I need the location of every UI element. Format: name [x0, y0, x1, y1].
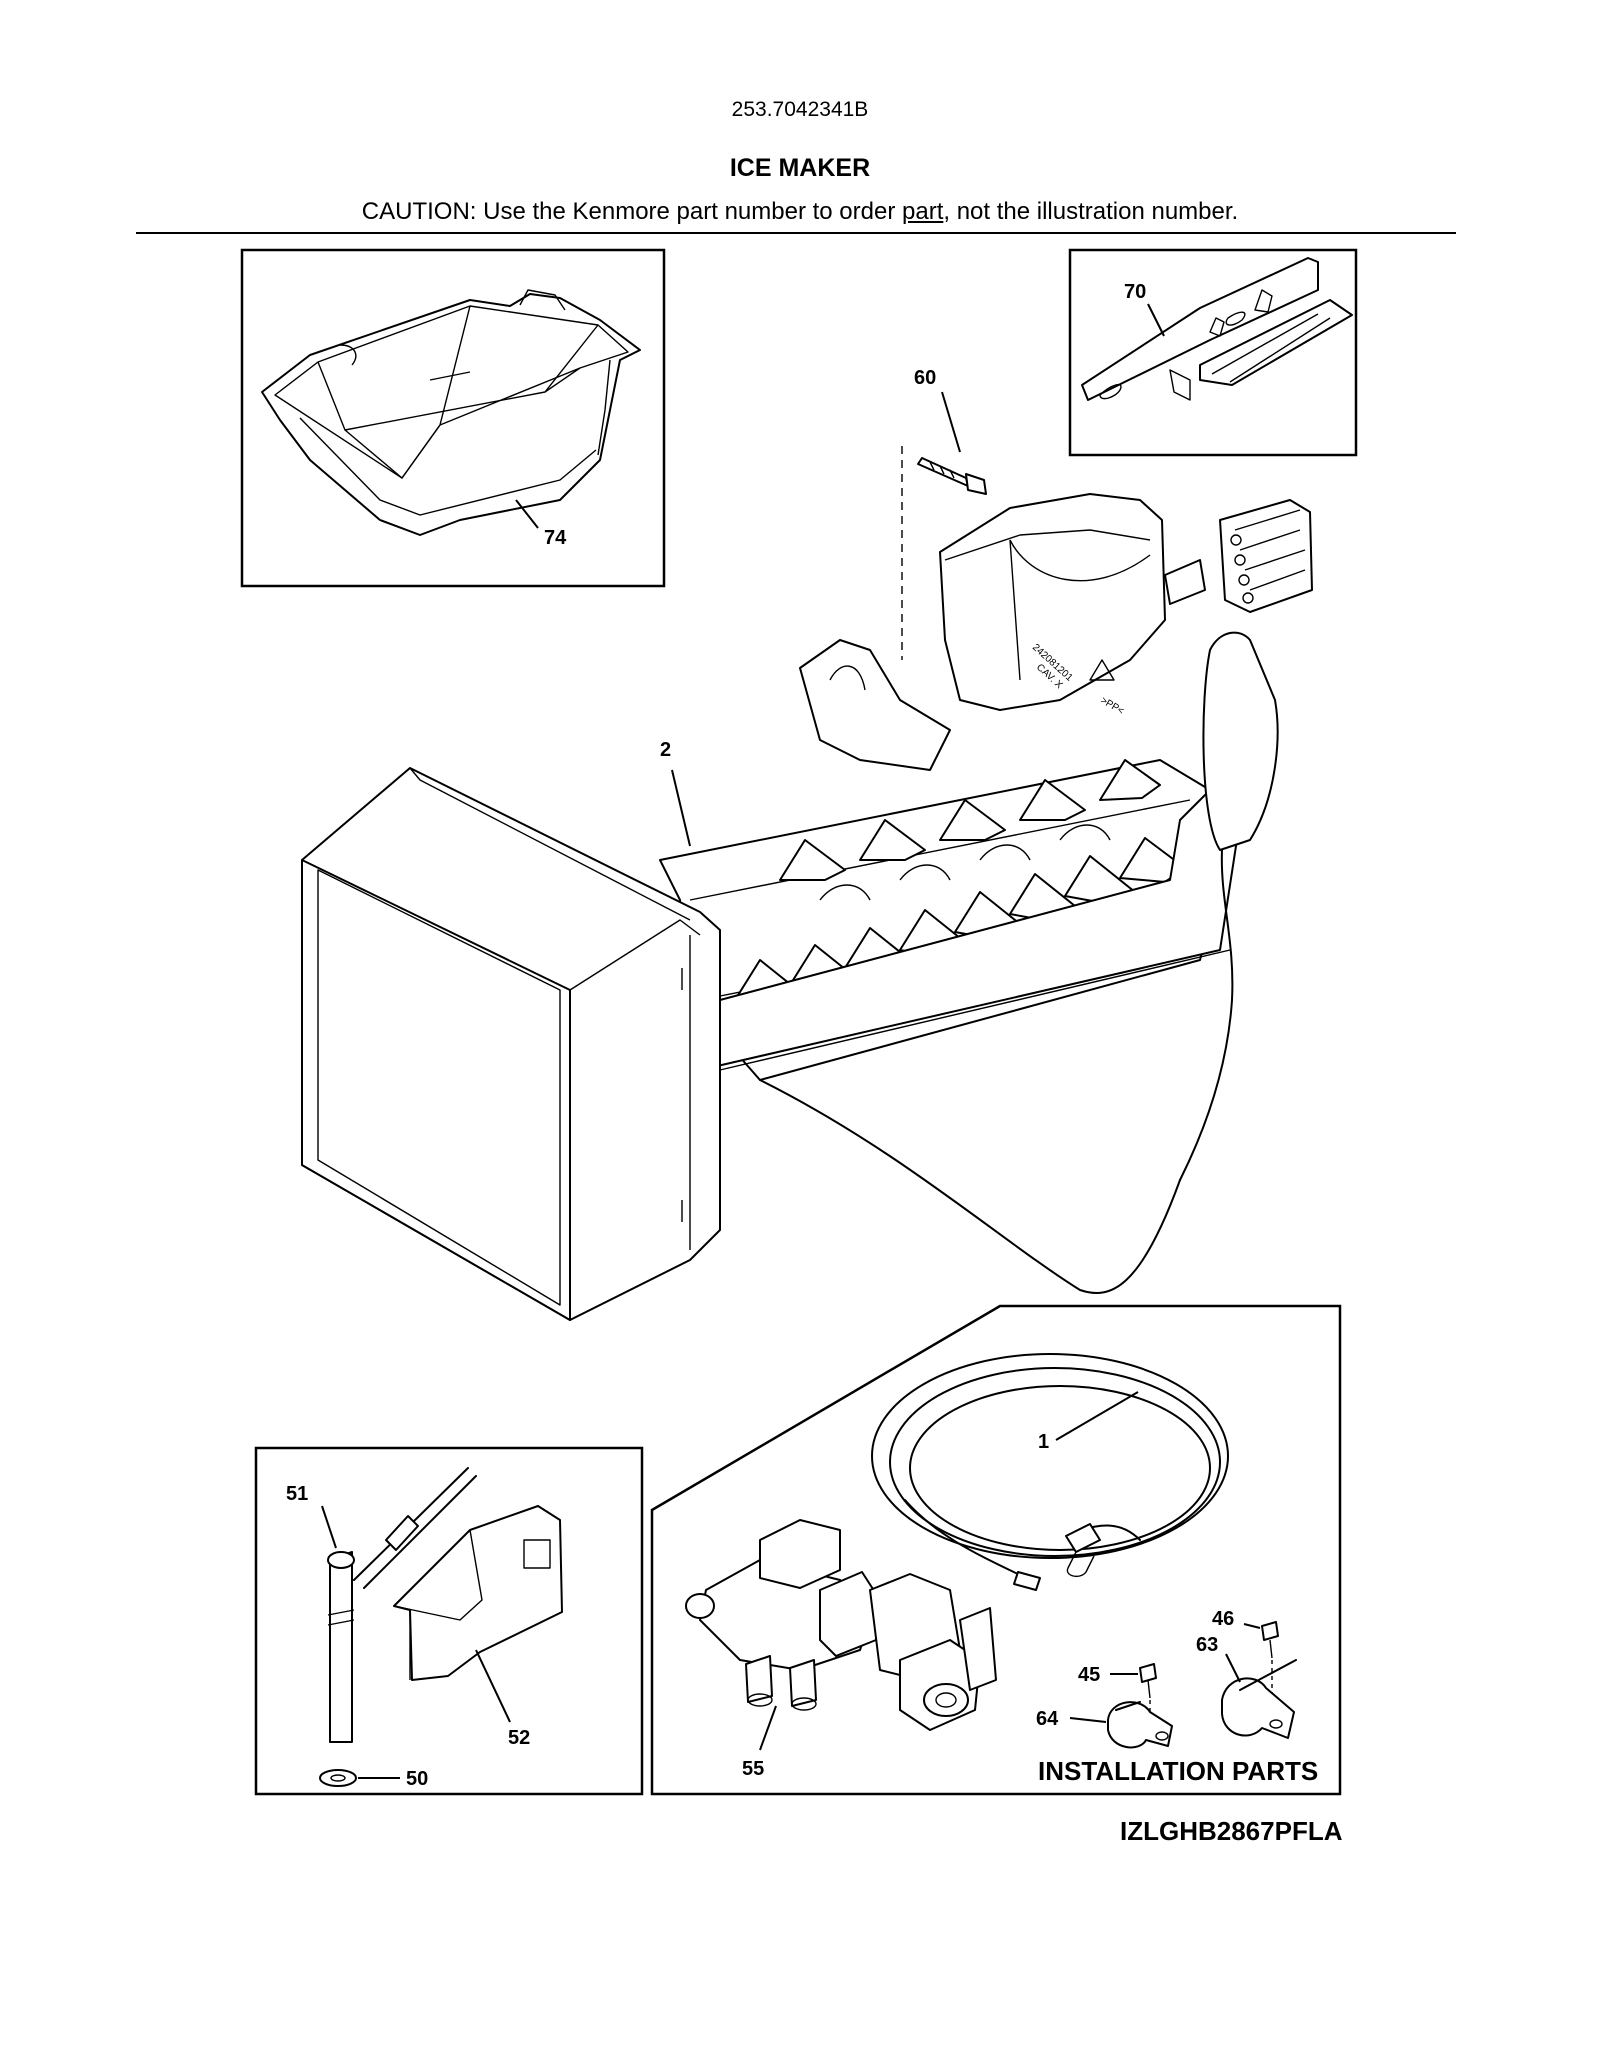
callout-52: 52: [508, 1727, 530, 1749]
model-number: 253.7042341B: [731, 98, 869, 121]
molded-recycle-mark: >PP<: [1099, 695, 1126, 717]
leader-51: [321, 1505, 337, 1549]
screw-60-head: [965, 473, 987, 495]
callout-2: 2: [660, 739, 671, 761]
callout-50: 50: [406, 1768, 428, 1790]
washer-50: [319, 1769, 357, 1787]
callout-51: 51: [286, 1483, 308, 1505]
callout-70: 70: [1124, 281, 1146, 303]
wire-connector: [1219, 499, 1313, 613]
recycle-icon: [1089, 659, 1115, 681]
leader-64: [1069, 1717, 1107, 1723]
heater-cover-52: [393, 1505, 563, 1681]
leader-1: [1055, 1391, 1139, 1441]
clamp-63: [1221, 1659, 1297, 1739]
callout-46: 46: [1212, 1608, 1234, 1630]
bracket-drawing: [1081, 257, 1353, 401]
leader-52: [475, 1649, 511, 1723]
ice-bucket-inset: 74: [240, 248, 666, 588]
callout-64: 64: [1036, 1708, 1059, 1730]
bracket-inset-frame: [1068, 248, 1358, 457]
header-rule: [136, 232, 1456, 234]
leader-63: [1225, 1653, 1241, 1683]
water-valve-55: [685, 1519, 997, 1731]
installation-parts-inset: 1 55 45: [650, 1304, 1342, 1796]
leader-60: [941, 391, 961, 453]
caution-suffix: , not the illustration number.: [943, 198, 1239, 225]
bracket-inset: 70: [1068, 248, 1358, 457]
screw-60: 60: [901, 367, 987, 660]
leader-46: [1243, 1623, 1261, 1629]
caution-part-link: part: [902, 198, 944, 225]
fill-cup: 242081201 CAV. X >PP<: [939, 493, 1206, 717]
thermostat-harness: [759, 631, 1279, 1294]
ice-maker-assembly: 242081201 CAV. X >PP< 2: [301, 493, 1313, 1321]
callout-1: 1: [1038, 1431, 1049, 1453]
caution-prefix: CAUTION: Use the Kenmore part number to …: [361, 198, 902, 225]
water-tubing-coil: [871, 1353, 1229, 1591]
ice-bucket-drawing: [261, 289, 641, 536]
leader-70: [1147, 303, 1165, 337]
callout-60: 60: [914, 367, 936, 389]
fill-tube-inset-frame: [254, 1446, 644, 1796]
fill-tube-51: [329, 1551, 353, 1743]
callout-74: 74: [544, 527, 567, 549]
leader-74: [515, 499, 539, 529]
clamp-64: [1107, 1701, 1173, 1749]
callout-45: 45: [1078, 1664, 1100, 1686]
callout-55: 55: [742, 1758, 764, 1780]
installation-parts-frame: [650, 1304, 1342, 1796]
fill-tube-inset: 51 52 50: [254, 1446, 644, 1796]
fill-tube-drawing: [319, 1467, 563, 1787]
callout-63: 63: [1196, 1634, 1218, 1656]
leader-55: [759, 1705, 777, 1751]
ice-bucket-inset-frame: [240, 248, 666, 588]
caution-note: CAUTION: Use the Kenmore part number to …: [0, 198, 1600, 226]
page-title: ICE MAKER: [729, 154, 871, 182]
control-housing: [301, 767, 721, 1321]
diagram-code: IZLGHB2867PFLA: [1120, 1816, 1343, 1846]
installation-parts-label: INSTALLATION PARTS: [1038, 1756, 1318, 1786]
leader-2: [671, 769, 691, 847]
